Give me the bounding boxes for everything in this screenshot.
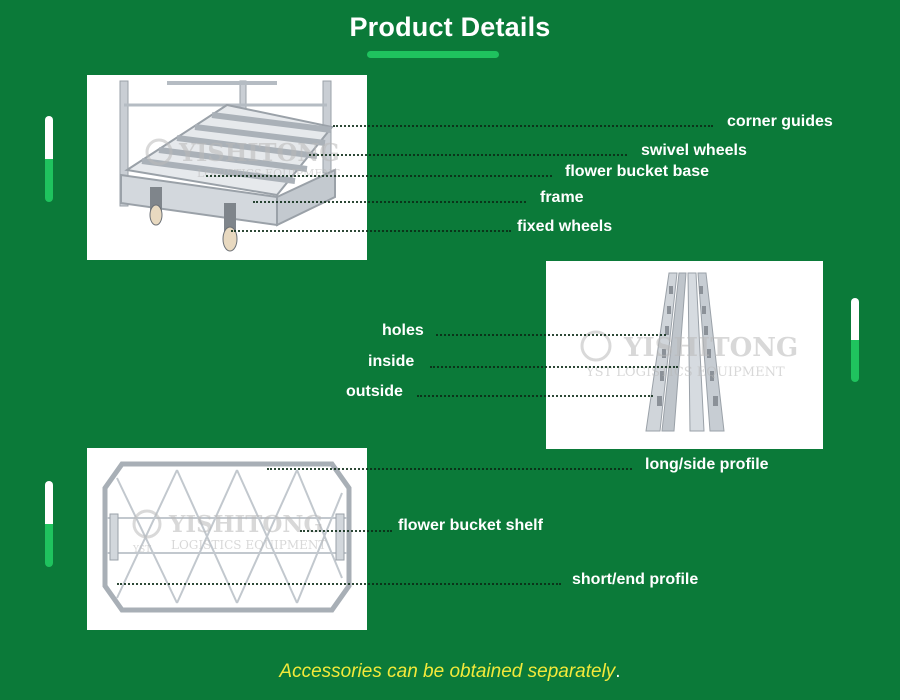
footer-note: Accessories can be obtained separately. xyxy=(0,661,900,683)
shelf-watermark: YISHITONG xyxy=(168,511,323,538)
title-underline xyxy=(367,51,499,58)
leader-flower-bucket-base xyxy=(206,175,552,177)
label-long-side-profile: long/side profile xyxy=(645,456,769,473)
footer-text: Accessories can be obtained separately xyxy=(279,661,616,682)
leader-long-side-profile xyxy=(267,468,632,470)
profile-watermark: YISHITONG xyxy=(623,333,798,363)
trolley-watermark: YISHITONG xyxy=(178,138,340,167)
footer-suffix: . xyxy=(615,661,621,682)
label-flower-bucket-base: flower bucket base xyxy=(565,163,710,180)
profile-rail-photo: YISHITONG YST LOGISTICS EQUIPMENT xyxy=(546,261,823,449)
trolley-base-photo: YISHITONG LOGISTICS EQUIPMENT xyxy=(87,75,367,260)
shelf-frame-photo: YST YISHITONG LOGISTICS EQUIPMENT xyxy=(87,448,367,630)
trolley-watermark-sub: LOGISTICS EQUIPMENT xyxy=(197,167,340,180)
leader-corner-guides xyxy=(333,125,713,127)
label-flower-bucket-shelf: flower bucket shelf xyxy=(398,517,543,534)
label-short-end-profile: short/end profile xyxy=(572,571,699,588)
side-marker-right xyxy=(851,298,859,382)
side-marker-left-top xyxy=(45,116,53,202)
page-title: Product Details xyxy=(349,12,551,42)
label-outside: outside xyxy=(346,383,403,400)
side-marker-left-bottom xyxy=(45,481,53,567)
leader-inside xyxy=(430,366,678,368)
leader-flower-bucket-shelf xyxy=(300,530,392,532)
profile-watermark-sub: YST LOGISTICS EQUIPMENT xyxy=(585,365,785,380)
shelf-watermark-tag: YST xyxy=(132,545,151,555)
leader-outside xyxy=(417,395,653,397)
leader-short-end-profile xyxy=(117,583,561,585)
leader-swivel-wheels xyxy=(309,154,627,156)
leader-fixed-wheels xyxy=(231,230,511,232)
leader-frame xyxy=(253,201,526,203)
label-fixed-wheels: fixed wheels xyxy=(517,218,613,235)
label-swivel-wheels: swivel wheels xyxy=(641,142,747,159)
label-inside: inside xyxy=(368,353,415,370)
shelf-watermark-sub: LOGISTICS EQUIPMENT xyxy=(171,538,326,552)
leader-holes xyxy=(436,334,666,336)
label-frame: frame xyxy=(540,189,584,206)
label-holes: holes xyxy=(382,322,424,339)
label-corner-guides: corner guides xyxy=(727,113,833,130)
